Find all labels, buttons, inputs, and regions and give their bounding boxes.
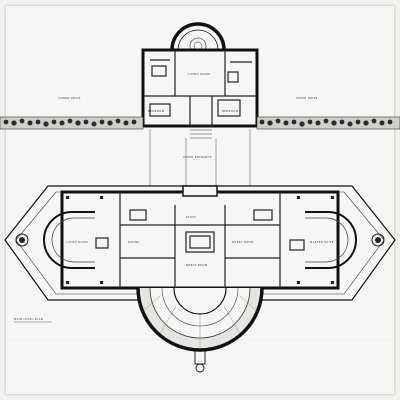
south-terrace <box>136 287 264 373</box>
hedge-wall <box>0 116 400 186</box>
label-left-dining: DINING <box>128 240 140 244</box>
label-center-great-room: GREAT ROOM <box>186 263 208 267</box>
plan-title: MAIN LEVEL PLAN <box>14 317 43 321</box>
label-lower-drive: LOWER DRIVE <box>58 96 81 100</box>
label-left-gallery: LIVING ROOM <box>66 240 88 244</box>
label-upper-bedroom-right: BEDROOM <box>222 109 238 113</box>
main-house: LIVING ROOM DINING STUDY GREAT ROOM GUES… <box>4 185 396 301</box>
upper-pavilion: LIVING ROOM BEDROOM BEDROOM <box>141 22 259 128</box>
label-right-guest: GUEST ROOM <box>232 240 254 244</box>
label-upper-bedroom-left: BEDROOM <box>148 109 164 113</box>
label-center-study: STUDY <box>186 215 197 219</box>
label-upper-entrance: UPPER ENTRANCE <box>183 155 212 159</box>
label-upper-drive: UPPER DRIVE <box>296 96 318 100</box>
label-upper-living: LIVING ROOM <box>188 72 210 76</box>
label-right-master: MASTER SUITE <box>310 240 334 244</box>
